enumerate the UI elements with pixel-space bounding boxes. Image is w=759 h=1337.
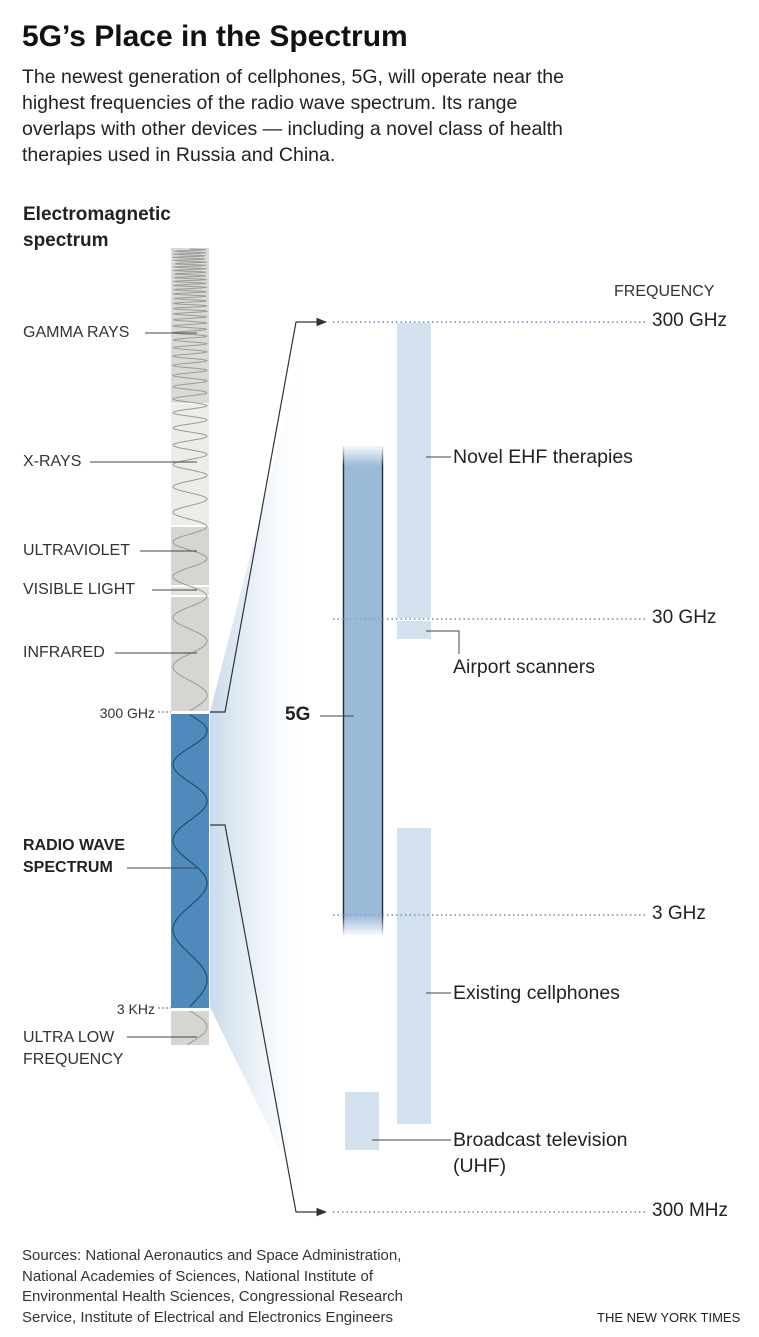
label-boundary-3khz: 3 KHz (116, 1001, 155, 1017)
zoom-fan (210, 322, 310, 1212)
sources-line: Sources: National Aeronautics and Space … (22, 1247, 402, 1264)
label-airport-scanners: Airport scanners (453, 656, 595, 678)
bar-existing-cellphones (397, 828, 431, 1124)
bar-ehf-therapies (397, 323, 431, 618)
radio-wave-pattern (172, 714, 208, 1007)
subtitle-line: The newest generation of cellphones, 5G,… (22, 66, 565, 88)
label-broadcast-tv-line: (UHF) (453, 1155, 507, 1177)
label-ultra-low-frequency: ULTRA LOW FREQUENCY (23, 1027, 123, 1071)
sources-line: Environmental Health Sciences, Congressi… (22, 1288, 404, 1305)
label-ulf-line: ULTRA LOW (23, 1029, 115, 1046)
credit: THE NEW YORK TIMES (597, 1310, 741, 1325)
tick-30ghz: 30 GHz (652, 607, 717, 628)
label-visible-light: VISIBLE LIGHT (23, 581, 136, 598)
wave-pattern (171, 248, 209, 1046)
band-ultra-low-frequency (171, 1011, 209, 1045)
label-broadcast-tv: Broadcast television (UHF) (453, 1127, 628, 1179)
em-spectrum-heading-line: spectrum (23, 230, 109, 251)
subtitle-line: overlaps with other devices — including … (22, 118, 563, 140)
label-existing-cellphones: Existing cellphones (453, 982, 620, 1004)
page-title: 5G’s Place in the Spectrum (22, 20, 408, 53)
sources-line: Service, Institute of Electrical and Ele… (22, 1308, 394, 1326)
label-gamma-rays: GAMMA RAYS (23, 324, 130, 341)
label-boundary-300ghz: 300 GHz (99, 705, 155, 721)
tick-300mhz: 300 MHz (652, 1200, 729, 1221)
zoom-line-top (210, 317, 328, 713)
sources-line: National Academies of Sciences, National… (22, 1267, 374, 1285)
label-radio-wave-spectrum: RADIO WAVE SPECTRUM (23, 835, 125, 879)
label-radio-wave-line: RADIO WAVE (23, 837, 125, 854)
em-spectrum-heading-line: Electromagnetic (23, 204, 171, 225)
subtitle-line: therapies used in Russia and China. (22, 144, 336, 166)
bar-broadcast-tv (345, 1092, 379, 1150)
bar-airport-scanners (397, 621, 431, 639)
frequency-header: FREQUENCY (614, 283, 715, 300)
label-ultraviolet: ULTRAVIOLET (23, 542, 130, 559)
label-radio-wave-line: SPECTRUM (23, 859, 113, 876)
zoom-line-bottom (210, 824, 328, 1217)
leader-airport (426, 630, 460, 654)
tick-3ghz: 3 GHz (652, 903, 706, 924)
bar-5g-fade-top (341, 444, 385, 466)
label-ehf-therapies: Novel EHF therapies (453, 446, 633, 468)
label-5g: 5G (285, 704, 311, 725)
tick-300ghz: 300 GHz (652, 310, 727, 331)
subtitle: The newest generation of cellphones, 5G,… (22, 64, 722, 168)
bar-5g-fade-bottom (341, 915, 385, 937)
subtitle-line: highest frequencies of the radio wave sp… (22, 92, 518, 114)
em-spectrum-heading: Electromagnetic spectrum (23, 202, 171, 254)
label-broadcast-tv-line: Broadcast television (453, 1129, 628, 1151)
label-infrared: INFRARED (23, 644, 105, 661)
sources: Sources: National Aeronautics and Space … (22, 1246, 403, 1328)
label-ulf-line: FREQUENCY (23, 1051, 124, 1068)
band-visible-light (171, 587, 209, 595)
bar-5g (343, 446, 383, 935)
band-ultraviolet (171, 527, 209, 585)
label-x-rays: X-RAYS (23, 453, 82, 470)
